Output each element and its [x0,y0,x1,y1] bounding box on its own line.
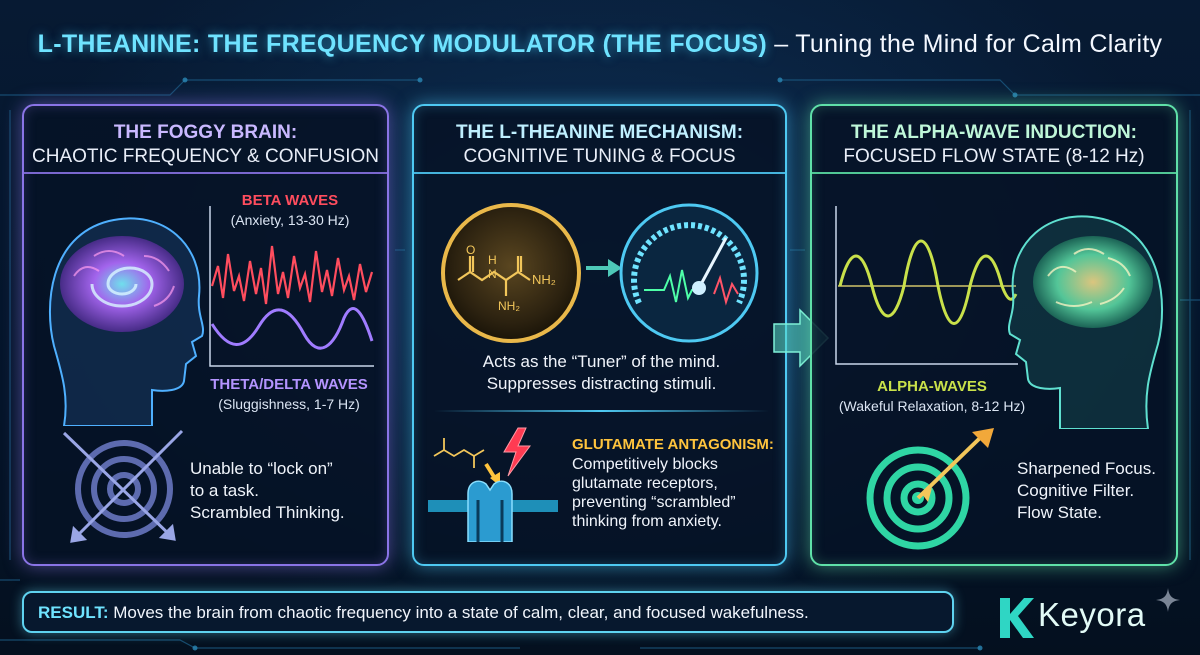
description-line: to a task. [190,481,259,500]
mechanism-description: Acts as the “Tuner” of the mind. Suppres… [414,351,789,395]
arrow-icon [62,429,184,543]
description-line: preventing “scrambled” [572,494,736,511]
description-line: glutamate receptors, [572,475,718,492]
description-line: Acts as the “Tuner” of the mind. [482,352,721,371]
panel-heading-subtitle: CHAOTIC FREQUENCY & CONFUSION [32,146,379,167]
result-banner: RESULT: Moves the brain from chaotic fre… [22,591,954,633]
panel-header: THE L-THEANINE MECHANISM: COGNITIVE TUNI… [414,106,785,174]
molecule-nh2-label: NH₂ [498,299,520,313]
alpha-waves-range: (Wakeful Relaxation, 8-12 Hz) [838,398,1026,414]
flow-arrow-icon [586,259,622,277]
molecule-icon: H N O NH₂ NH₂ [441,203,581,343]
lightning-icon [503,427,531,477]
brain-icon [49,217,204,426]
sparkle-icon [1156,588,1180,612]
page-title: L-THEANINE: THE FREQUENCY MODULATOR (THE… [0,30,1200,59]
alpha-wave-plot [835,206,1018,365]
divider [434,410,769,412]
panel-heading-subtitle: COGNITIVE TUNING & FOCUS [463,146,736,167]
description-line: Competitively blocks [572,456,718,473]
beta-theta-wave-plot [209,206,374,367]
description-line: thinking from anxiety. [572,513,722,530]
beta-waves-range: (Anxiety, 13-30 Hz) [230,212,350,228]
keyora-logo-icon [1000,598,1034,638]
brand-name: Keyora [1038,596,1146,633]
alpha-wave-line [838,239,1018,325]
molecule-o-label: O [466,243,475,257]
panel-heading-title: THE L-THEANINE MECHANISM: [455,122,744,143]
title-highlight: L-THEANINE: THE FREQUENCY MODULATOR (THE… [37,30,767,58]
description-line: Flow State. [1017,503,1103,522]
description-line: Sharpened Focus. [1017,459,1156,478]
panel-l-theanine-mechanism: THE L-THEANINE MECHANISM: COGNITIVE TUNI… [412,104,787,566]
panel-heading-subtitle: FOCUSED FLOW STATE (8-12 Hz) [843,146,1145,167]
description-line: Unable to “lock on” [190,459,333,478]
description-line: Scrambled Thinking. [190,503,345,522]
panel-header: THE FOGGY BRAIN: CHAOTIC FREQUENCY & CON… [24,106,387,174]
molecule-h-label: H [488,253,497,267]
brand-logo: Keyora [996,588,1186,642]
alpha-description: Sharpened Focus. Cognitive Filter. Flow … [1017,458,1156,524]
panel-foggy-brain: THE FOGGY BRAIN: CHAOTIC FREQUENCY & CON… [22,104,389,566]
glutamate-description: Competitively blocks glutamate receptors… [572,455,736,531]
receptor-icon [428,427,558,542]
description-line: Cognitive Filter. [1017,481,1135,500]
result-text: Moves the brain from chaotic frequency i… [108,603,809,622]
theta-delta-waves-range: (Sluggishness, 1-7 Hz) [218,396,360,412]
target-icon [62,429,184,543]
theta-wave-line [210,307,374,350]
description-line: Suppresses distracting stimuli. [486,374,717,393]
title-subtitle: – Tuning the Mind for Calm Clarity [766,30,1163,58]
molecule-nh2-label: NH₂ [532,272,556,287]
target-icon [866,428,994,550]
arrow-icon [916,428,994,502]
panel-alpha-wave-induction: THE ALPHA-WAVE INDUCTION: FOCUSED FLOW S… [810,104,1178,566]
beta-wave-line [210,245,374,305]
panel-header: THE ALPHA-WAVE INDUCTION: FOCUSED FLOW S… [812,106,1176,174]
panel-heading-title: THE ALPHA-WAVE INDUCTION: [850,122,1138,143]
theta-delta-waves-label: THETA/DELTA WAVES [210,376,368,393]
foggy-brain-description: Unable to “lock on” to a task. Scrambled… [190,458,345,524]
glutamate-antagonism-label: GLUTAMATE ANTAGONISM: [572,436,774,453]
alpha-waves-label: ALPHA-WAVES [877,378,987,395]
brain-icon [1008,215,1163,429]
panel-heading-title: THE FOGGY BRAIN: [113,122,298,143]
result-label: RESULT: [38,603,109,622]
gauge-icon [619,203,759,343]
molecule-n-label: N [488,267,497,281]
beta-waves-label: BETA WAVES [241,192,339,209]
